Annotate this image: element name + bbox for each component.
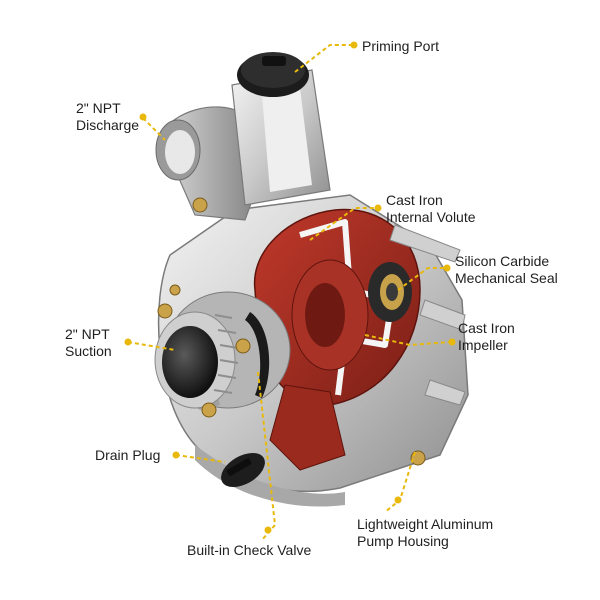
drain-plug-text: Drain Plug	[95, 447, 161, 463]
seal-text-line1: Silicon Carbide	[455, 253, 550, 269]
volute-label: Cast Iron Internal Volute	[386, 192, 476, 226]
drain-plug	[221, 452, 265, 488]
housing-label: Lightweight Aluminum Pump Housing	[357, 516, 493, 550]
check-valve-label: Built-in Check Valve	[187, 542, 311, 559]
callout-leaders	[127, 44, 451, 541]
seal-text-line2: Mechanical Seal	[455, 270, 558, 286]
suction-label: 2" NPT Suction	[65, 326, 112, 360]
housing-text-line2: Pump Housing	[357, 533, 449, 549]
leader-priming-port	[294, 44, 352, 73]
priming-port-cap	[237, 52, 309, 97]
priming-tower	[231, 69, 331, 206]
check-valve-text: Built-in Check Valve	[187, 542, 312, 558]
discharge-text-line1: 2" NPT	[76, 100, 121, 116]
discharge-label: 2" NPT Discharge	[76, 100, 139, 134]
callout-dots	[124, 41, 456, 534]
priming-port-text: Priming Port	[362, 38, 440, 54]
priming-port-label: Priming Port	[362, 38, 439, 55]
discharge-text-line2: Discharge	[76, 117, 140, 133]
volute-text-line1: Cast Iron	[386, 192, 443, 208]
impeller-text-line2: Impeller	[458, 337, 508, 353]
leader-seal	[397, 267, 445, 291]
suction-port	[154, 291, 291, 410]
drain-plug-label: Drain Plug	[95, 447, 160, 464]
leader-impeller	[364, 334, 451, 347]
check-valve-flap	[245, 312, 270, 398]
leader-drain	[175, 454, 226, 463]
housing-fins	[389, 224, 466, 406]
suction-text-line2: Suction	[65, 343, 112, 359]
mechanical-seal	[368, 262, 412, 322]
housing-text-line1: Lightweight Aluminum	[357, 516, 494, 532]
impeller-text-line1: Cast Iron	[458, 320, 515, 336]
volute-text-line2: Internal Volute	[386, 209, 476, 225]
leader-discharge	[142, 117, 166, 141]
leader-check-valve	[257, 371, 277, 541]
suction-text-line1: 2" NPT	[65, 326, 110, 342]
lower-volute-chamber	[269, 384, 346, 471]
seal-label: Silicon Carbide Mechanical Seal	[455, 253, 558, 287]
leader-suction	[127, 341, 176, 351]
impeller-label: Cast Iron Impeller	[458, 320, 515, 354]
